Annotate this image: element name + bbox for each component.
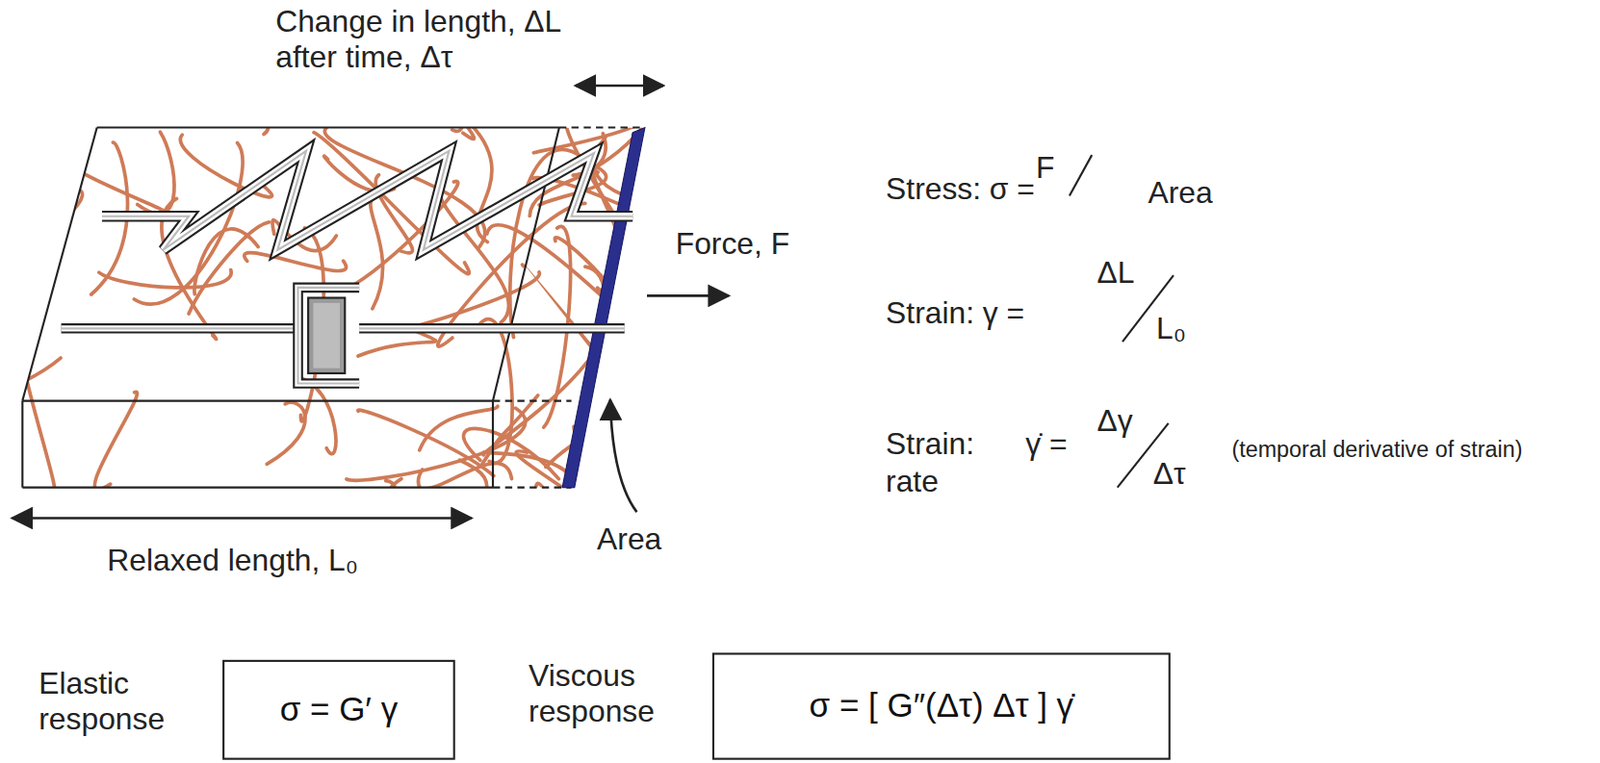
response-heading: Elastic response	[38, 666, 212, 737]
formula-label: γ̇ =	[1025, 426, 1067, 463]
equation-box: Viscous responseσ = [ G″(Δτ) Δτ ] γ̇	[712, 652, 1171, 760]
area-face	[562, 128, 646, 489]
formula-label: Strain:	[885, 426, 975, 463]
fraction-denominator: L₀	[1156, 310, 1187, 347]
length-arrow	[12, 516, 472, 520]
dashpot-symbol	[61, 287, 625, 385]
dimension-label: Change in length, ΔL after time, Δτ	[275, 3, 613, 75]
area-leader	[610, 400, 638, 514]
fiber-strand	[99, 270, 232, 288]
fiber-strand	[362, 481, 397, 547]
fraction-numerator: ΔL	[1096, 255, 1135, 291]
fiber-strand	[358, 410, 494, 476]
equation-text: σ = [ G″(Δτ) Δτ ] γ̇	[809, 687, 1075, 726]
fraction-numerator: Δγ	[1096, 404, 1133, 440]
spring-symbol	[102, 151, 633, 251]
formula-label: Stress: σ =	[885, 171, 1035, 207]
fiber-strand	[586, 326, 730, 458]
fiber-strand	[536, 483, 648, 649]
fiber-strand	[419, 406, 498, 451]
note-label: (temporal derivative of strain)	[1231, 437, 1523, 464]
fiber-strand	[0, 468, 7, 563]
formula-label: rate	[885, 464, 939, 500]
fiber-strand	[358, 332, 437, 357]
fraction-denominator: Area	[1147, 175, 1213, 211]
equation-box: Elastic responseσ = G′ γ	[222, 660, 456, 761]
fiber-strand	[36, 129, 166, 214]
fraction-numerator: F	[1035, 151, 1055, 187]
force-label: Force, F	[675, 226, 790, 262]
fiber-strand	[417, 469, 611, 513]
fiber-strand	[27, 202, 54, 278]
fraction-denominator: Δτ	[1153, 457, 1187, 493]
fiber-strand	[244, 253, 347, 272]
fiber-strand	[0, 113, 132, 151]
response-heading: Viscous response	[528, 659, 702, 730]
fiber-strand	[82, 103, 268, 135]
fiber-strand	[14, 8, 39, 185]
equation-text: σ = G′ γ	[280, 691, 398, 730]
fiber-strand	[516, 451, 664, 568]
fiber-strand	[94, 391, 137, 490]
formula-label: Strain: γ =	[885, 295, 1025, 332]
fiber-strand	[370, 195, 384, 309]
fiber-strand	[0, 43, 57, 114]
area-label: Area	[596, 522, 662, 559]
fiber-strand	[16, 154, 68, 333]
fiber-strand	[346, 408, 526, 481]
slab-outline	[22, 128, 643, 489]
fiber-network	[0, 0, 783, 649]
delta-length-arrow	[575, 84, 664, 88]
dimension-label: Relaxed length, L₀	[106, 542, 359, 579]
force-arrow	[646, 294, 729, 298]
fiber-strand	[633, 133, 739, 181]
fiber-strand	[405, 272, 541, 329]
fiber-strand	[194, 229, 259, 295]
fiber-strand	[266, 402, 306, 465]
fiber-strand	[459, 460, 502, 542]
fiber-strand	[385, 479, 430, 555]
